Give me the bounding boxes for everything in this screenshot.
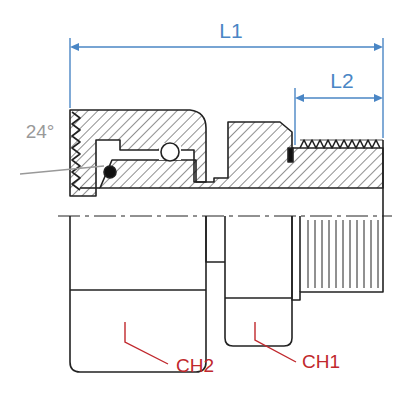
label-holder: L1 [219, 20, 242, 41]
stud [292, 216, 383, 300]
thread-line [371, 220, 372, 288]
body-section [100, 122, 383, 188]
thread-line [308, 220, 309, 288]
callout-label: CH2 [176, 356, 214, 375]
seal [288, 148, 293, 162]
ball [161, 143, 179, 161]
thread-line [357, 220, 358, 288]
stud-thread-top [300, 140, 380, 148]
thread-line [364, 220, 365, 288]
dimension-label: L2 [330, 70, 353, 91]
thread-line [378, 220, 379, 288]
angle-leader [20, 166, 104, 174]
thread-line [336, 220, 337, 288]
nut-thread [72, 112, 80, 190]
thread-line [322, 220, 323, 288]
body-hex [225, 216, 292, 346]
label-holder: CH1 [302, 352, 340, 371]
dimension-lines [70, 38, 383, 145]
angle-label: 24° [26, 122, 55, 141]
fitting-body [70, 110, 383, 372]
callout-label: CH1 [302, 352, 340, 371]
thread-line [343, 220, 344, 288]
thread-line [329, 220, 330, 288]
nut-hex [70, 216, 206, 372]
label-holder: L2 [330, 70, 353, 91]
thread-line [315, 220, 316, 288]
label-holder: CH2 [176, 356, 214, 375]
o-ring [104, 166, 116, 178]
thread-line [350, 220, 351, 288]
dimension-label: L1 [219, 20, 242, 41]
label-holder: 24° [26, 122, 55, 141]
centerline [58, 216, 392, 217]
